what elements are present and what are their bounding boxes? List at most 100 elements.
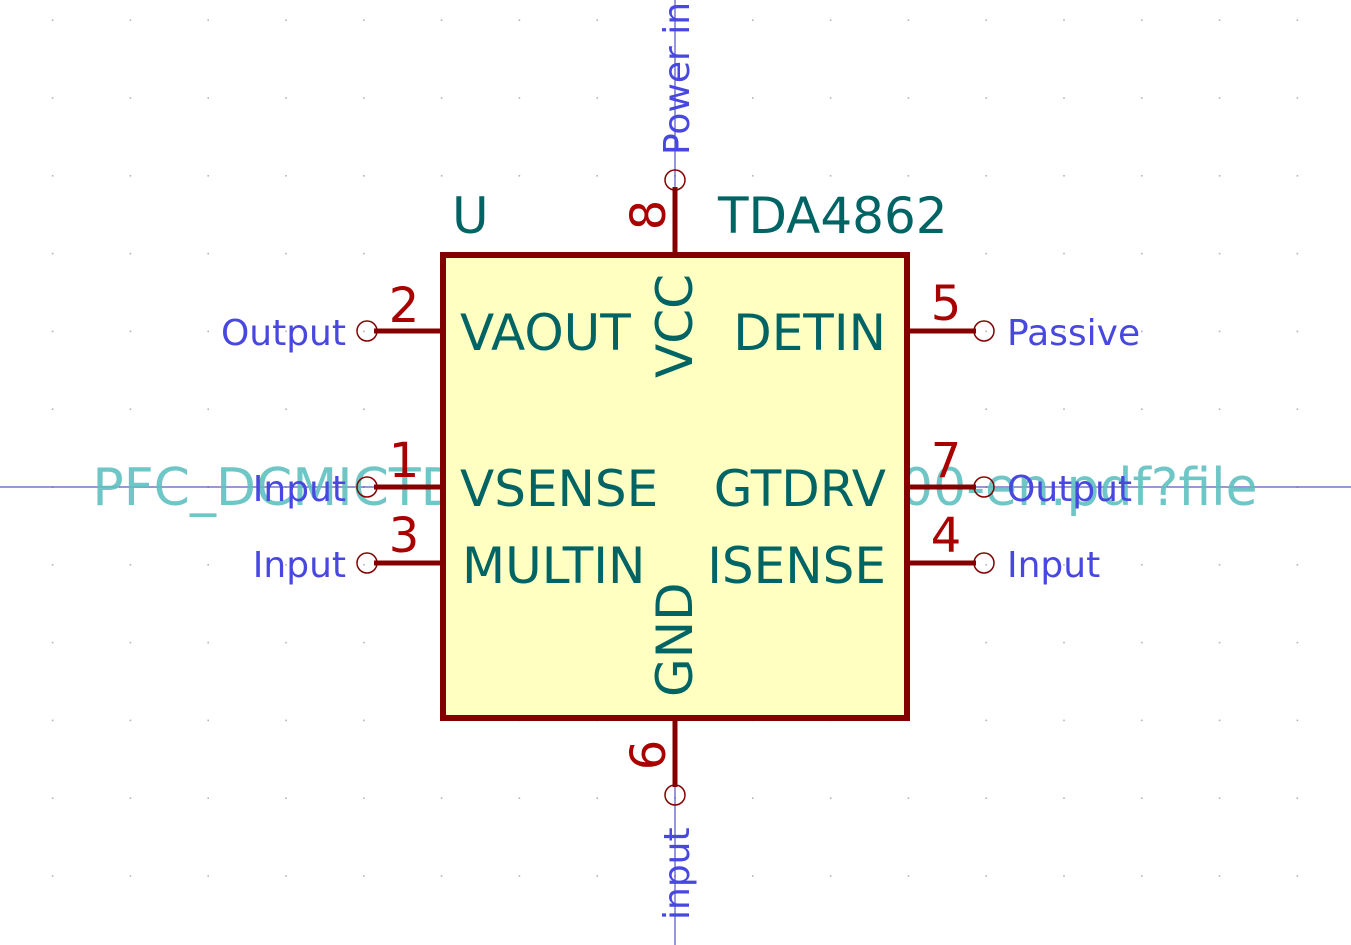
pin-2[interactable]: 2 VAOUT Output [221,278,631,362]
grid-dot [829,797,832,799]
pin-type: Output [221,313,346,354]
grid-dot [1218,252,1221,255]
grid-dot [596,175,598,177]
grid-dot [285,252,287,255]
grid-dot [1063,875,1065,877]
pin-type: Passive [1007,313,1140,354]
grid-dot [285,97,287,99]
pin-name: VAOUT [460,304,631,362]
grid-dot [207,719,209,722]
grid-dot [752,97,754,99]
grid-dot [1296,641,1299,644]
grid-dot [1218,875,1221,877]
grid-dot [207,252,209,255]
grid-dot [985,875,987,877]
grid-dot [129,175,132,177]
grid-dot [285,564,287,566]
grid-dot [363,330,365,333]
pin-number: 1 [389,433,420,489]
grid-dot [129,408,132,410]
pin-4[interactable]: 4 ISENSE Input [707,508,1100,595]
grid-dot [1063,252,1065,255]
pin-type: input [657,827,698,920]
pin-endpoint-icon [356,476,378,498]
pin-8[interactable]: 8 VCC Power in [621,2,704,378]
reference-designator[interactable]: U [452,187,489,245]
grid-dot [985,19,987,21]
pin-name: ISENSE [707,537,886,595]
grid-dot [285,175,287,177]
grid-dot [129,797,132,799]
grid-dot [129,330,132,333]
grid-dot [985,719,987,722]
pin-3[interactable]: 3 MULTIN Input [253,508,646,595]
grid-dot [363,875,365,877]
grid-dot [907,797,910,799]
grid-dot [518,19,521,21]
pin-type: Input [253,469,346,510]
grid-dot [1296,330,1299,333]
grid-dot [363,641,365,644]
value-field[interactable]: TDA4862 [717,187,948,245]
pin-6[interactable]: 6 GND input [621,582,704,920]
grid-dot [907,875,910,877]
grid-dot [1141,797,1143,799]
grid-dot [363,564,365,566]
grid-dot [285,719,287,722]
grid-dot [907,97,910,99]
grid-dot [51,175,54,177]
pin-type: Power in [657,2,698,155]
grid-dot [207,797,209,799]
pin-endpoint-icon [664,169,686,191]
grid-dot [440,875,443,877]
grid-dot [1296,97,1299,99]
grid-dot [1296,797,1299,799]
grid-dot [207,875,209,877]
grid-dot [829,19,832,21]
grid-dot [1218,330,1221,333]
grid-dot [829,97,832,99]
pin-number: 3 [389,508,420,564]
grid-dot [518,875,521,877]
pin-name: VCC [646,274,704,378]
grid-dot [1063,408,1065,410]
grid-dot [129,19,132,21]
pin-number: 4 [931,508,962,564]
pin-1[interactable]: 1 VSENSE Input [253,433,659,518]
grid-dot [440,175,443,177]
pin-5[interactable]: 5 DETIN Passive [733,276,1140,362]
pin-type: Input [1007,545,1100,586]
grid-dot [1141,408,1143,410]
grid-dot [285,875,287,877]
grid-dot [207,19,209,21]
grid-dot [363,408,365,410]
pin-number: 2 [389,278,420,334]
grid-dot [1141,330,1143,333]
grid-dot [752,175,754,177]
grid-dot [1141,252,1143,255]
grid-dot [596,97,598,99]
grid-dot [51,330,54,333]
grid-dot [51,252,54,255]
grid-dot [440,97,443,99]
grid-dot [285,330,287,333]
grid-dot [285,641,287,644]
grid-dot [985,175,987,177]
grid-dot [596,797,598,799]
grid-dot [207,408,209,410]
pin-type: Output [1007,469,1132,510]
grid-dot [129,641,132,644]
grid-dot [752,875,754,877]
grid-dot [518,97,521,99]
grid-dot [363,19,365,21]
pin-7[interactable]: 7 GTDRV Output [714,433,1132,518]
grid-dot [51,19,54,21]
grid-dot [985,330,987,333]
grid-dot [129,564,132,566]
grid-dot [363,252,365,255]
pin-name: GTDRV [714,460,886,518]
grid-dot [1141,564,1143,566]
grid-dot [363,97,365,99]
grid-dot [207,97,209,99]
